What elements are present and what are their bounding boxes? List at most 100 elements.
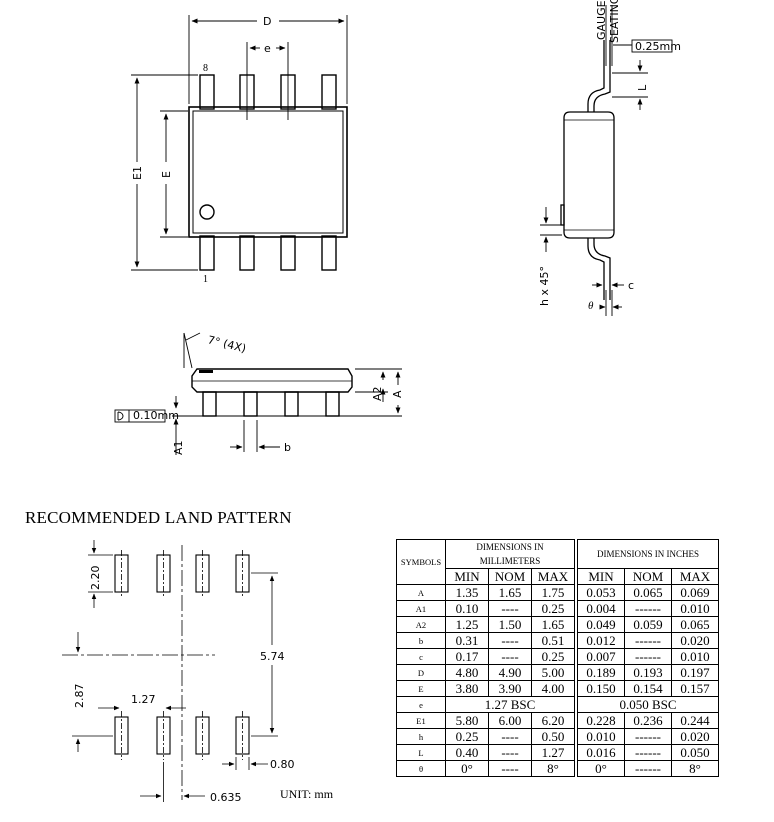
symbols-header: SYMBOLS — [396, 539, 446, 585]
dim-A2-label: A2 — [371, 386, 384, 401]
bottom-pin — [321, 235, 337, 271]
seating-plane-label: SEATING PLANE — [608, 0, 621, 43]
end-view — [560, 40, 615, 300]
table-cell: 1.35 — [445, 584, 489, 601]
side-pin — [284, 391, 299, 417]
table-cell: A2 — [396, 616, 446, 633]
table-cell: 0.010 — [671, 648, 719, 665]
table-cell: 0.065 — [671, 616, 719, 633]
table-cell: 0.007 — [577, 648, 625, 665]
table-cell: ------ — [624, 760, 672, 777]
table-cell: 1.65 — [531, 616, 575, 633]
end-lead-bottom — [587, 238, 611, 300]
table-cell: 0.053 — [577, 584, 625, 601]
top-pin — [321, 74, 337, 110]
dimension-table-body: SYMBOLS DIMENSIONS IN MILLIMETERS DIMENS… — [396, 539, 719, 777]
side-pin — [202, 391, 217, 417]
table-cell: 0.010 — [671, 600, 719, 617]
dim-e-label: e — [264, 42, 271, 55]
table-cell: 0.069 — [671, 584, 719, 601]
table-cell: 1.27 BSC — [445, 696, 575, 713]
bottom-pin — [239, 235, 255, 271]
table-cell: 0.193 — [624, 664, 672, 681]
table-cell: ---- — [488, 760, 532, 777]
table-subheader-row: MIN NOM MAX MIN NOM MAX — [397, 568, 719, 585]
table-cell: 6.00 — [488, 712, 532, 729]
table-cell: 5.80 — [445, 712, 489, 729]
table-cell: 3.90 — [488, 680, 532, 697]
table-cell: 0.049 — [577, 616, 625, 633]
top-view — [188, 74, 348, 271]
dim-574-label: 5.74 — [260, 650, 285, 663]
table-cell: 0.10 — [445, 600, 489, 617]
pin-8-label: 8 — [203, 63, 208, 74]
table-cell: A1 — [396, 600, 446, 617]
table-cell: 0.17 — [445, 648, 489, 665]
side-pin — [243, 391, 258, 417]
table-cell: E1 — [396, 712, 446, 729]
angle-note-label: 7° (4X) — [206, 333, 247, 355]
table-cell: 1.27 — [531, 744, 575, 761]
table-cell: e — [396, 696, 446, 713]
dim-0635-label: 0.635 — [210, 791, 242, 804]
table-cell: 0.012 — [577, 632, 625, 649]
dim-127-label: 1.27 — [131, 693, 156, 706]
table-cell: L — [396, 744, 446, 761]
bottom-pin — [199, 235, 215, 271]
table-cell: ------ — [624, 744, 672, 761]
table-cell: ------ — [624, 728, 672, 745]
dim-E1-label: E1 — [131, 166, 144, 180]
in-header: DIMENSIONS IN INCHES — [577, 539, 719, 569]
gauge-value-label: 0.25mm — [635, 40, 681, 53]
gauge-plane-label: GAUGE PLANE — [595, 0, 608, 40]
table-cell: 0.236 — [624, 712, 672, 729]
dim-b-label: b — [284, 441, 291, 454]
gauge-box — [631, 39, 673, 53]
table-cell: 5.00 — [531, 664, 575, 681]
top-pin — [199, 74, 215, 110]
unit-label: UNIT: mm — [280, 787, 334, 801]
dim-L-label: L — [636, 84, 649, 91]
table-cell: 6.20 — [531, 712, 575, 729]
dim-220-label: 2.20 — [89, 566, 102, 591]
table-cell: 0.050 — [671, 744, 719, 761]
table-cell: 4.00 — [531, 680, 575, 697]
dimension-table: SYMBOLS DIMENSIONS IN MILLIMETERS DIMENS… — [396, 539, 719, 777]
pin1-marker — [199, 204, 215, 220]
side-body — [191, 368, 353, 393]
table-cell: 0.050 BSC — [577, 696, 719, 713]
table-cell: 1.25 — [445, 616, 489, 633]
dim-A-label: A — [391, 390, 404, 398]
table-cell: 0.244 — [671, 712, 719, 729]
table-cell: 8° — [671, 760, 719, 777]
table-cell: 0.150 — [577, 680, 625, 697]
table-cell: ---- — [488, 728, 532, 745]
package-body-inner — [192, 110, 344, 234]
dim-theta-label: θ — [588, 300, 594, 312]
table-cell: 0.25 — [531, 600, 575, 617]
table-cell: c — [396, 648, 446, 665]
table-cell: 0° — [445, 760, 489, 777]
mm-nom-header: NOM — [488, 568, 532, 585]
table-cell: 8° — [531, 760, 575, 777]
coplanarity-box — [114, 409, 166, 423]
table-cell: 0.50 — [531, 728, 575, 745]
mm-header: DIMENSIONS IN MILLIMETERS — [445, 539, 575, 569]
table-cell: 0.004 — [577, 600, 625, 617]
table-cell: ------ — [624, 632, 672, 649]
dim-080-label: 0.80 — [270, 758, 295, 771]
dim-D-label: D — [263, 15, 271, 28]
table-cell: 0.189 — [577, 664, 625, 681]
table-cell: 0.065 — [624, 584, 672, 601]
table-cell: 0.059 — [624, 616, 672, 633]
